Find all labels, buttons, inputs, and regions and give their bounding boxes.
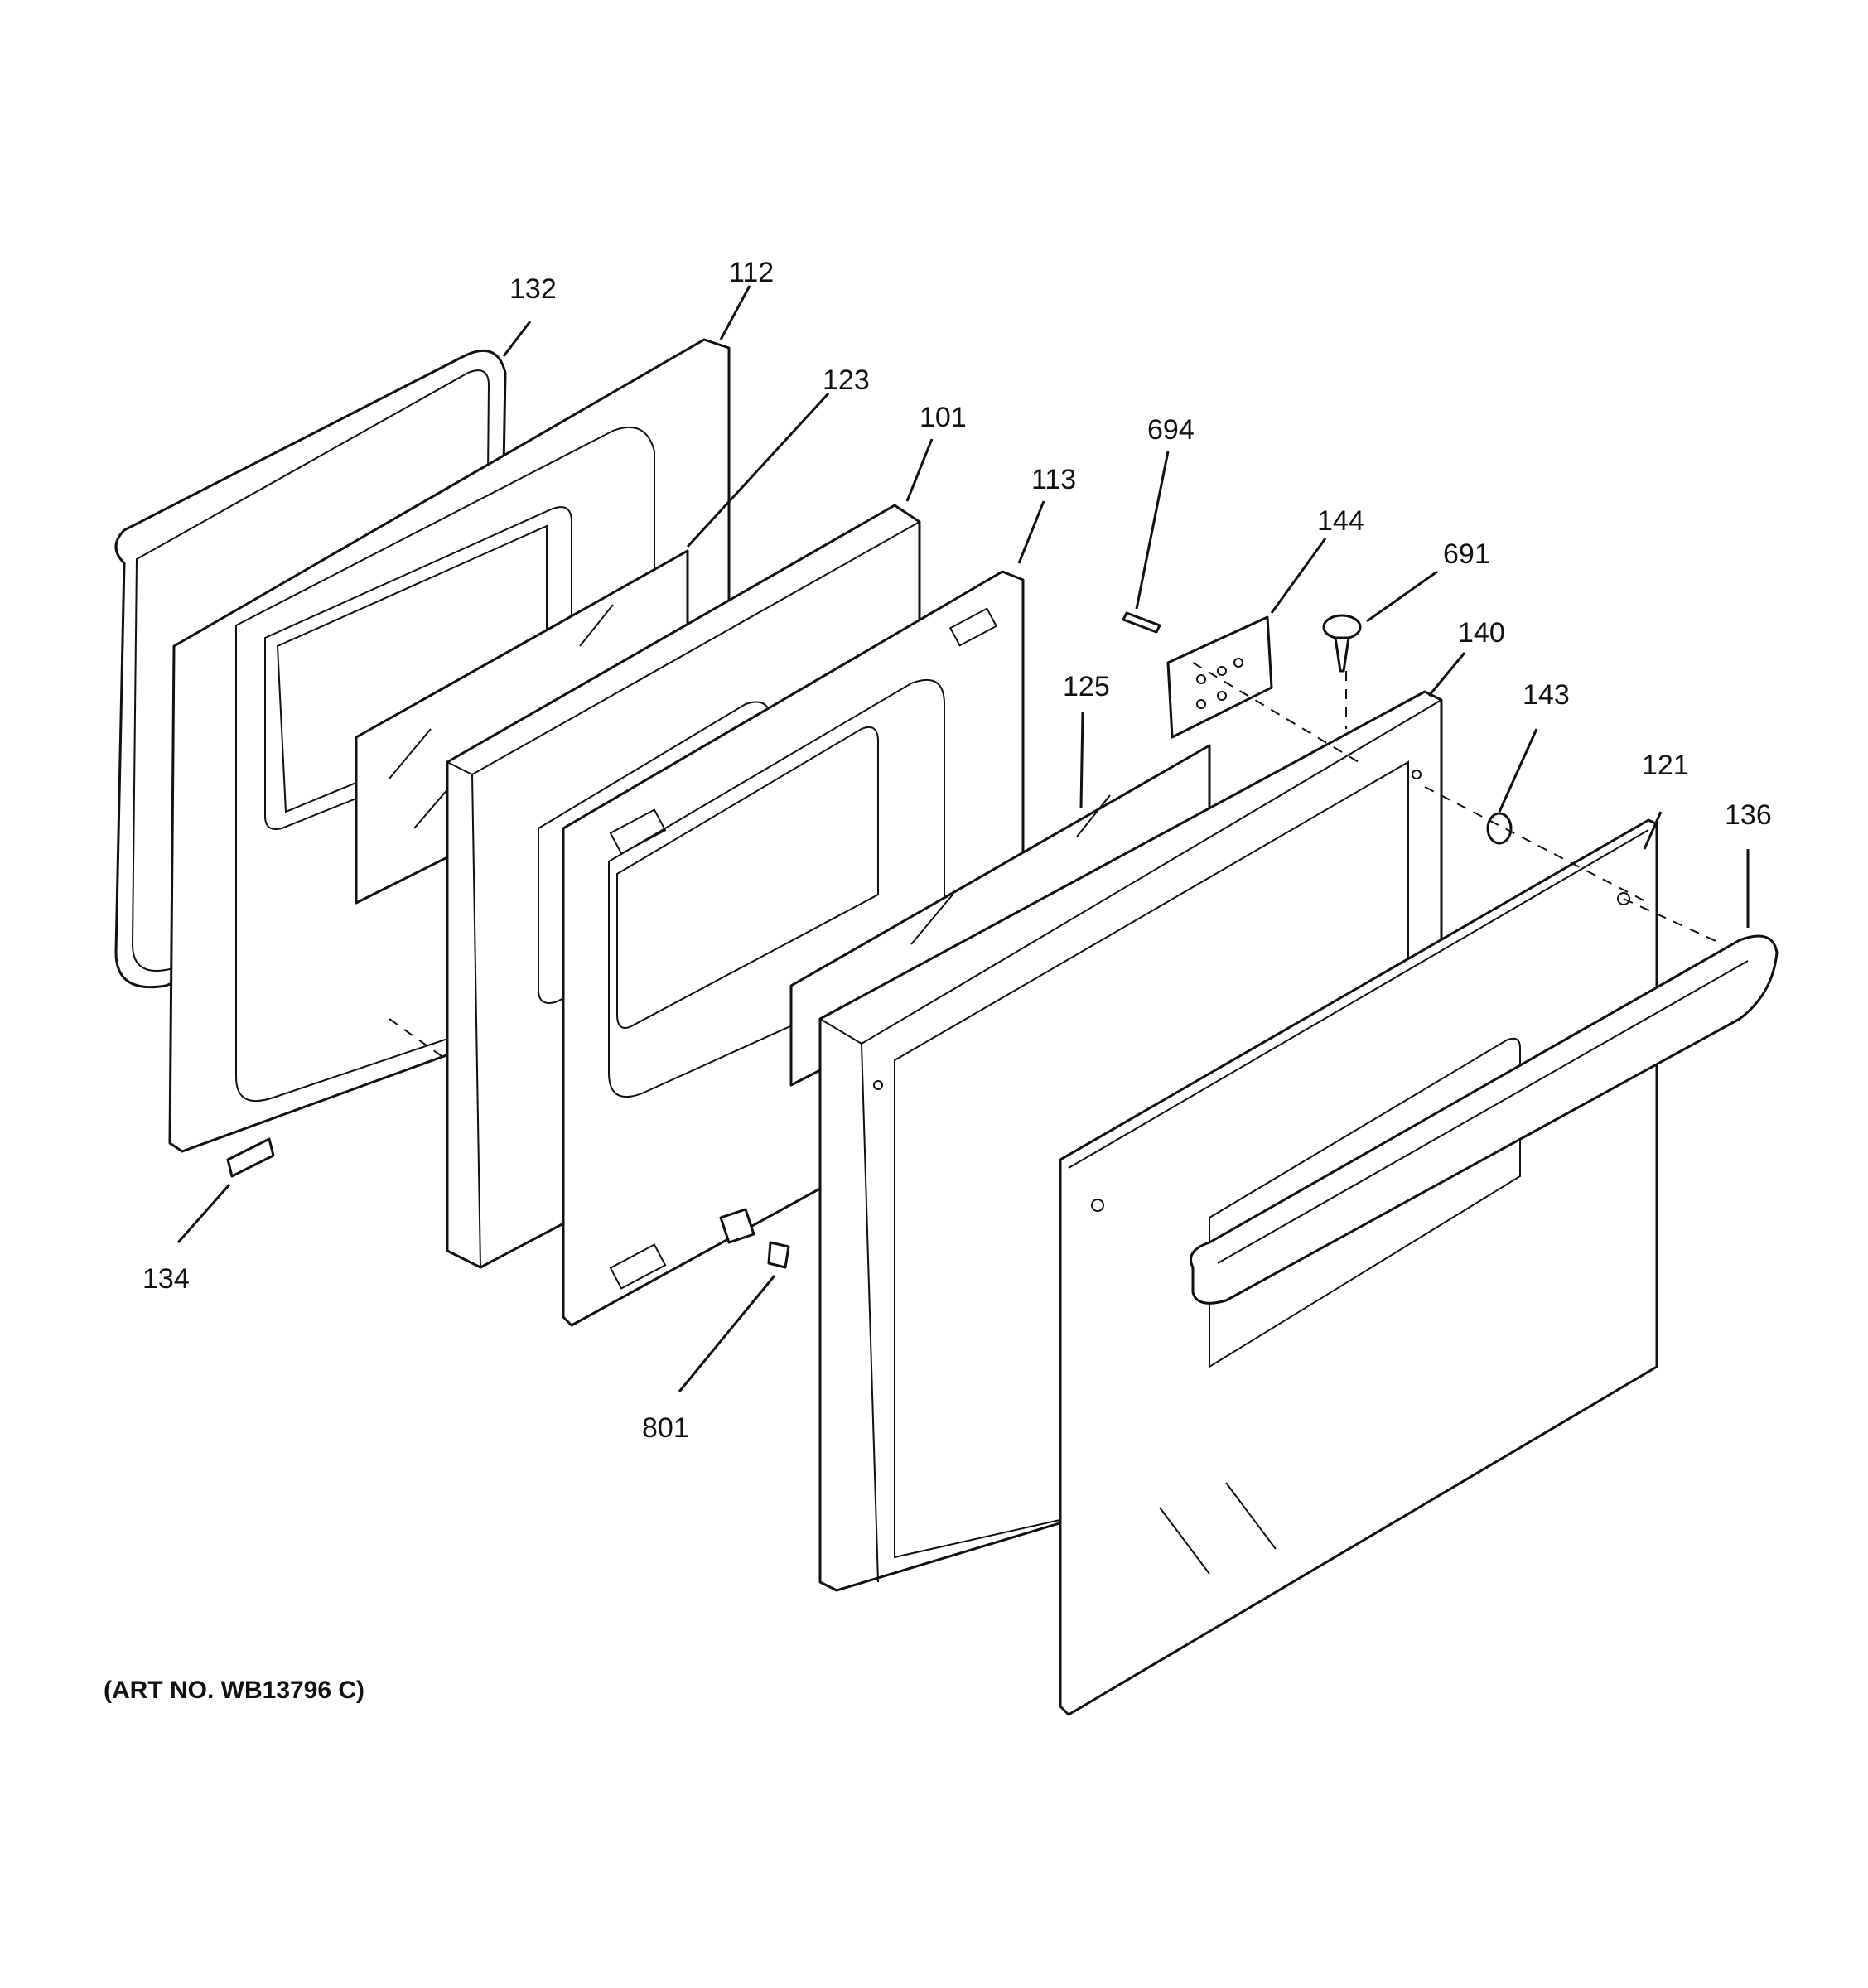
callout-801: 801	[642, 1412, 689, 1444]
callout-136: 136	[1725, 799, 1772, 831]
alignment-line	[1192, 662, 1359, 763]
callout-134: 134	[142, 1263, 190, 1295]
part-hinge-bracket[interactable]	[1166, 615, 1273, 739]
alignment-line	[1623, 898, 1724, 945]
callout-694: 694	[1147, 414, 1195, 446]
callout-125: 125	[1063, 671, 1110, 702]
callout-140: 140	[1458, 617, 1505, 649]
callout-121: 121	[1642, 750, 1689, 781]
alignment-line	[1424, 786, 1649, 904]
part-clip[interactable]	[1486, 812, 1513, 845]
part-bottom-screw[interactable]	[719, 1208, 790, 1269]
part-screw[interactable]	[1322, 614, 1362, 673]
callout-691: 691	[1443, 538, 1490, 570]
callout-112: 112	[729, 257, 774, 288]
callout-113: 113	[1031, 464, 1076, 495]
part-outer-door-panel[interactable]	[1059, 818, 1658, 1716]
callout-101: 101	[920, 402, 967, 433]
art-number: (ART NO. WB13796 C)	[104, 1677, 364, 1704]
leader-lines	[176, 285, 1750, 1392]
alignment-line	[389, 1018, 448, 1061]
part-door-handle[interactable]	[1190, 934, 1779, 1305]
callout-144: 144	[1317, 505, 1364, 537]
callout-143: 143	[1523, 679, 1570, 711]
part-hinge-receptacle[interactable]	[226, 1137, 275, 1178]
part-pin[interactable]	[1122, 611, 1161, 634]
callout-132: 132	[509, 273, 557, 305]
callout-123: 123	[823, 364, 870, 396]
